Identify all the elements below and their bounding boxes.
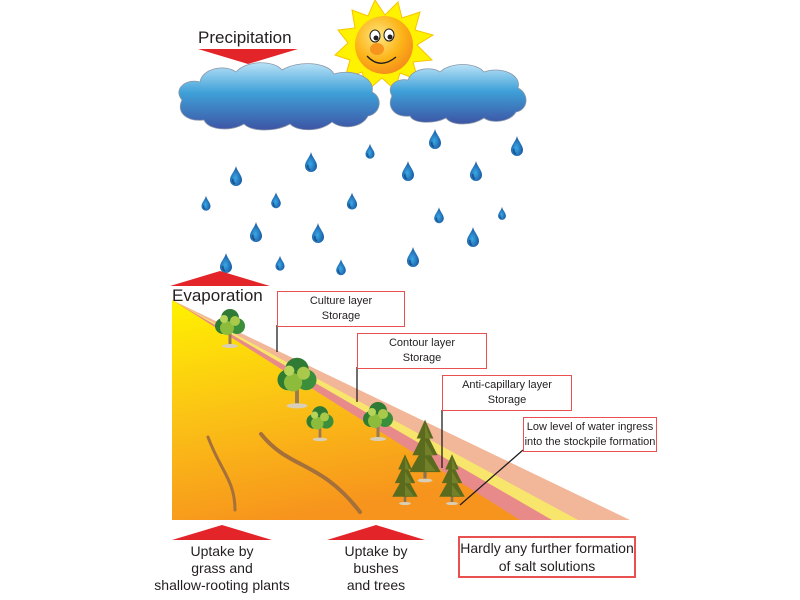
uptake-trees-label: Uptake by bushes and trees xyxy=(326,543,426,594)
raindrop-icon xyxy=(428,128,442,150)
raindrop-icon xyxy=(304,151,318,173)
arrow-up-icon xyxy=(172,525,272,540)
arrow-up-icon xyxy=(170,271,270,286)
layer-name: Culture layer xyxy=(309,295,373,307)
raindrop-icon xyxy=(469,160,483,182)
text-line: and trees xyxy=(346,577,406,593)
layer-sub: Storage xyxy=(402,352,442,364)
rain xyxy=(200,128,524,276)
anti-capillary-layer-box: Anti-capillary layer Storage xyxy=(442,375,572,411)
precipitation-label: Precipitation xyxy=(198,28,292,47)
text-line: Uptake by xyxy=(344,543,408,559)
culture-layer-box: Culture layer Storage xyxy=(277,291,405,327)
root-icon xyxy=(206,435,237,512)
raindrop-icon xyxy=(311,222,325,244)
raindrop-icon xyxy=(364,143,376,160)
text-line: shallow-rooting plants xyxy=(154,577,290,593)
contour-layer-box: Contour layer Storage xyxy=(357,333,487,369)
raindrop-icon xyxy=(466,226,480,248)
text-line: bushes xyxy=(353,560,399,576)
raindrop-icon xyxy=(219,252,233,274)
raindrop-icon xyxy=(274,255,286,272)
cloud-icon xyxy=(389,64,527,125)
raindrop-icon xyxy=(433,206,445,224)
text-line: of salt solutions xyxy=(498,558,596,574)
cloud-icon xyxy=(178,62,380,131)
uptake-grass-label: Uptake by grass and shallow-rooting plan… xyxy=(152,543,292,594)
raindrop-icon xyxy=(346,192,358,211)
layer-sub: Storage xyxy=(487,394,527,406)
layer-sub: Storage xyxy=(321,310,361,322)
evaporation-label: Evaporation xyxy=(172,286,263,305)
raindrop-icon xyxy=(249,221,263,243)
text-line: Hardly any further formation xyxy=(460,540,634,556)
layer-name: Contour layer xyxy=(388,337,456,349)
leader-line xyxy=(459,449,524,506)
raindrop-icon xyxy=(401,160,415,182)
raindrop-icon xyxy=(510,135,524,157)
arrow-down-icon xyxy=(198,49,298,64)
raindrop-icon xyxy=(270,191,282,209)
raindrop-icon xyxy=(229,165,243,187)
raindrop-icon xyxy=(406,246,420,268)
layer-name: Low level of water ingress xyxy=(526,420,654,433)
root-icon xyxy=(259,432,362,514)
salt-formation-box: Hardly any further formation of salt sol… xyxy=(458,536,636,578)
raindrop-icon xyxy=(200,195,212,212)
layer-sub: into the stockpile formation xyxy=(524,435,656,448)
layer-name: Anti-capillary layer xyxy=(462,379,552,391)
raindrop-icon xyxy=(335,258,347,276)
raindrop-icon xyxy=(497,206,507,221)
water-ingress-box: Low level of water ingress into the stoc… xyxy=(523,417,657,452)
arrow-up-icon xyxy=(327,525,425,540)
text-line: grass and xyxy=(191,560,253,576)
text-line: Uptake by xyxy=(190,543,254,559)
